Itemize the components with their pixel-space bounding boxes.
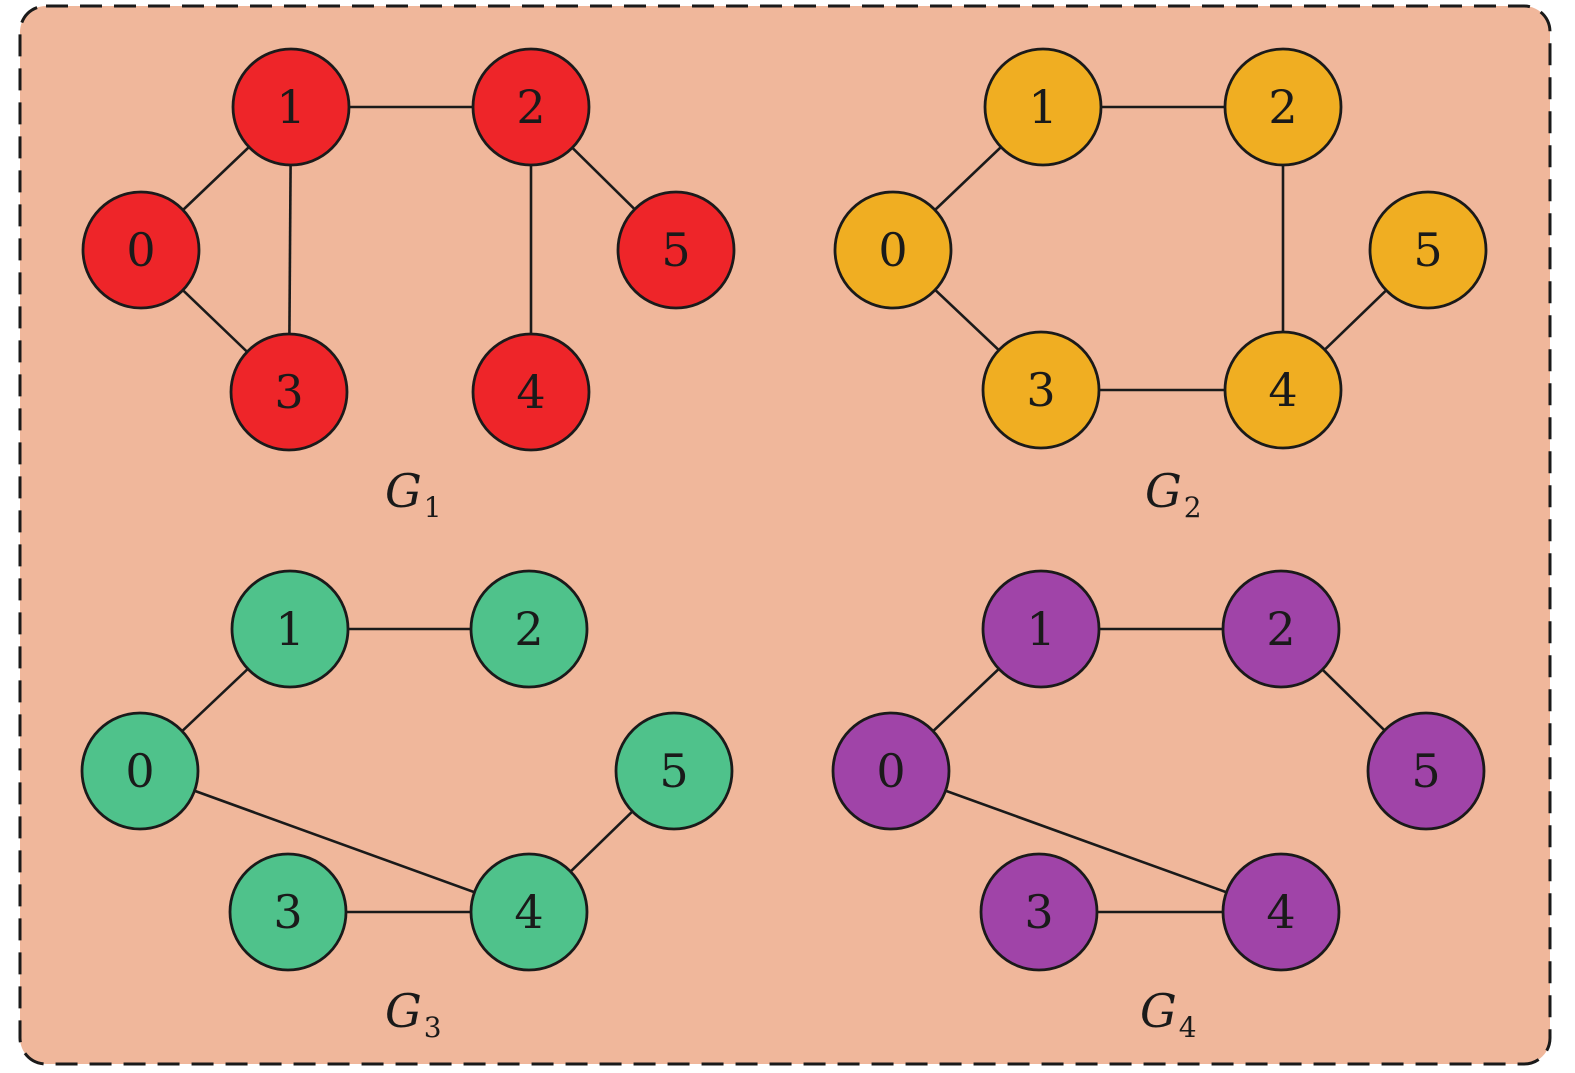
g1-node-1-label: 1: [276, 80, 305, 134]
g1-node-3-circle: [229, 332, 349, 452]
g3-node-2-circle: [469, 569, 589, 689]
g4-node-4-label: 4: [1266, 885, 1295, 939]
g1-node-5: 5: [616, 190, 736, 310]
g1-node-2: 2: [471, 47, 591, 167]
g1-node-5-label: 5: [661, 223, 690, 277]
g3-node-4: 4: [469, 852, 589, 972]
g4-caption-letter: G: [1140, 984, 1177, 1038]
g3-node-5-label: 5: [659, 744, 688, 798]
g2-node-0-circle: [833, 190, 953, 310]
g3-node-1: 1: [230, 569, 350, 689]
g2-node-3: 3: [981, 330, 1101, 450]
g4-node-2-circle: [1221, 569, 1341, 689]
g2-node-1-label: 1: [1028, 80, 1057, 134]
g3-node-5-circle: [614, 711, 734, 831]
g3-caption-letter: G: [385, 984, 422, 1038]
g1-node-3-label: 3: [274, 365, 303, 419]
g2-node-1: 1: [983, 47, 1103, 167]
g2-node-1-circle: [983, 47, 1103, 167]
g4-caption: G4: [1140, 984, 1197, 1044]
g3-node-2-label: 2: [514, 602, 543, 656]
g2-node-0-label: 0: [878, 223, 907, 277]
g4-node-1-label: 1: [1026, 602, 1055, 656]
g3-node-3-circle: [228, 852, 348, 972]
g3-node-3-label: 3: [273, 885, 302, 939]
g4-node-1-circle: [981, 569, 1101, 689]
g4-node-0-label: 0: [876, 744, 905, 798]
g2-node-2-circle: [1223, 47, 1343, 167]
g4-node-3-label: 3: [1024, 885, 1053, 939]
g1-node-1: 1: [231, 47, 351, 167]
g3-node-0: 0: [80, 711, 200, 831]
g2-node-5-circle: [1368, 190, 1488, 310]
g4-node-0-circle: [831, 711, 951, 831]
g1-node-4-circle: [471, 332, 591, 452]
g1-node-2-circle: [471, 47, 591, 167]
g2-caption: G2: [1145, 464, 1202, 524]
g1-node-0-circle: [81, 190, 201, 310]
g3-node-0-label: 0: [125, 744, 154, 798]
g4-node-1: 1: [981, 569, 1101, 689]
g1-node-1-circle: [231, 47, 351, 167]
g3-node-1-label: 1: [275, 602, 304, 656]
g1-node-4-label: 4: [516, 365, 545, 419]
g2-node-5: 5: [1368, 190, 1488, 310]
g3-node-0-circle: [80, 711, 200, 831]
g2-caption-letter: G: [1145, 464, 1182, 518]
g1-caption: G1: [385, 464, 442, 524]
g4-edge-0-4: [890, 769, 1282, 914]
g2-node-2-label: 2: [1268, 80, 1297, 134]
g1-node-0: 0: [81, 190, 201, 310]
g3-caption-subscript: 3: [424, 1011, 442, 1044]
g4-node-2-label: 2: [1266, 602, 1295, 656]
g1-caption-letter: G: [385, 464, 422, 518]
g1-node-0-label: 0: [126, 223, 155, 277]
g1-node-4: 4: [471, 332, 591, 452]
g3-caption: G3: [385, 984, 442, 1044]
g3-node-3: 3: [228, 852, 348, 972]
g4-node-4-circle: [1221, 852, 1341, 972]
g3-node-1-circle: [230, 569, 350, 689]
g1-node-2-label: 2: [516, 80, 545, 134]
g3-edge-0-4: [139, 769, 530, 914]
g3-node-5: 5: [614, 711, 734, 831]
g1-caption-subscript: 1: [424, 491, 442, 524]
g2-node-4: 4: [1223, 330, 1343, 450]
g4-node-3-circle: [979, 852, 1099, 972]
g1-node-5-circle: [616, 190, 736, 310]
g1-node-3: 3: [229, 332, 349, 452]
g4-node-5-circle: [1366, 711, 1486, 831]
g2-node-3-label: 3: [1026, 363, 1055, 417]
g4-node-5: 5: [1366, 711, 1486, 831]
g2-caption-subscript: 2: [1184, 491, 1202, 524]
g2-node-0: 0: [833, 190, 953, 310]
g2-node-4-circle: [1223, 330, 1343, 450]
g4-caption-subscript: 4: [1179, 1011, 1197, 1044]
g2-node-4-label: 4: [1268, 363, 1297, 417]
g3-node-4-circle: [469, 852, 589, 972]
g3-node-2: 2: [469, 569, 589, 689]
g2-node-5-label: 5: [1413, 223, 1442, 277]
g4-node-5-label: 5: [1411, 744, 1440, 798]
g4-node-4: 4: [1221, 852, 1341, 972]
g4-node-0: 0: [831, 711, 951, 831]
g4-node-3: 3: [979, 852, 1099, 972]
background-frame: [18, 4, 1552, 1066]
g4-node-2: 2: [1221, 569, 1341, 689]
g3-node-4-label: 4: [514, 885, 543, 939]
g2-node-2: 2: [1223, 47, 1343, 167]
g2-node-3-circle: [981, 330, 1101, 450]
